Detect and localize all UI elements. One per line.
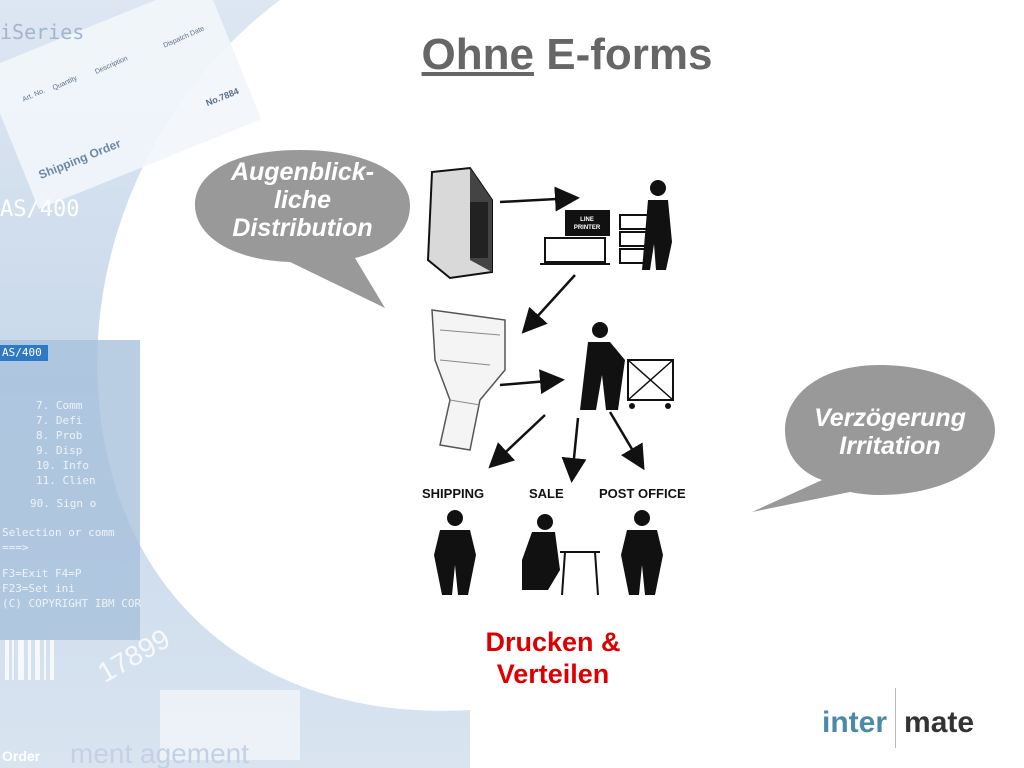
slide-title: Ohne E-forms [0,30,1024,80]
title-underlined: Ohne [421,30,534,79]
shipping-worker-icon [434,510,476,595]
bg-series-text: iSeries [0,20,85,44]
dept-shipping-label: SHIPPING [422,486,485,501]
logo-part-inter: inter [822,705,888,739]
logo-divider [895,688,897,748]
caption-line: Verteilen [496,659,610,689]
bg-menu-item: 8. Prob [36,429,83,442]
caption-line: Drucken & [485,627,621,657]
printer-label-1: LINE [580,217,594,223]
worker-cart-icon [580,322,674,410]
bg-selection: Selection or comm [2,526,115,539]
worker-boxes-icon [619,180,672,270]
bg-menu-item: 7. Comm [36,399,83,412]
bg-order: Order [2,748,41,764]
post-office-worker-icon [621,510,663,595]
print-distribution-illustration: LINE PRINTER [426,166,674,596]
bg-copyright: (C) COPYRIGHT IBM COR [2,597,142,610]
bg-menu-item: 9. Disp [36,444,83,457]
bg-menu: 7. Comm 7. Defi 8. Prob 9. Disp 10. Info… [36,398,96,488]
line-printer-icon [540,210,610,265]
dept-post-office-label: POST OFFICE [599,486,686,501]
speech-bubble-right [752,365,995,512]
bg-signoff: 90. Sign o [30,497,97,510]
bg-as400-small: AS/400 [2,346,42,359]
bg-f23: F23=Set ini [2,582,75,595]
title-rest: E-forms [546,30,713,79]
bg-prompt: ===> [2,541,29,554]
bubble-right-line: Verzögerung [814,404,966,432]
bubble-left-text: Augenblick- liche Distribution [205,158,400,242]
bubble-right-line: Irritation [839,432,941,460]
dept-sale-label: SALE [529,486,564,501]
bg-menu-item: 10. Info [36,459,89,472]
continuous-paper-icon [431,309,506,451]
bubble-left-line: Augenblick- [230,158,375,186]
computer-icon [426,166,493,280]
bubble-right-text: Verzögerung Irritation [790,404,990,460]
printer-label-2: PRINTER [574,225,601,231]
bg-as400-large: AS/400 [0,197,80,222]
logo-part-mate: mate [904,705,975,739]
sale-worker-desk-icon [522,514,600,596]
bg-footer: ment agement [70,738,249,768]
caption: Drucken & Verteilen [440,626,666,690]
bubble-left-line: liche [274,186,331,214]
intermate-logo: inter mate [822,688,975,754]
bg-menu-item: 7. Defi [36,414,83,427]
bg-menu-item: 11. Clien [36,474,96,487]
speech-bubble-left [195,150,410,308]
bubble-left-line: Distribution [232,214,373,242]
bg-f3: F3=Exit F4=P [2,567,82,580]
